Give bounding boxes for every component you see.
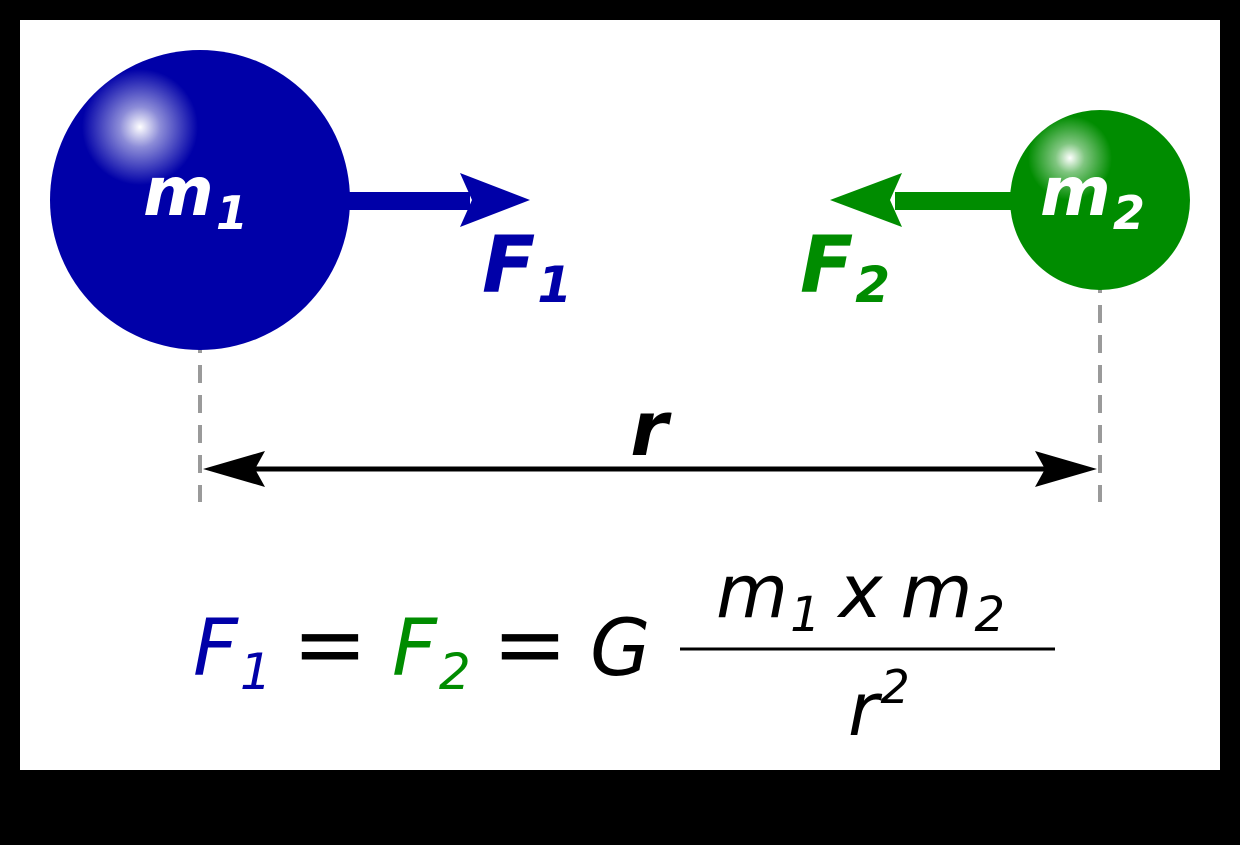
mass2-highlight: [1028, 116, 1112, 200]
force1-label: F1: [482, 221, 572, 314]
equation-f1: F1: [193, 604, 272, 701]
equation-equals-2: =: [492, 592, 567, 697]
mass1-highlight: [82, 69, 198, 185]
mass1-label: m1: [143, 153, 248, 240]
distance-label: r: [630, 384, 672, 473]
distance-arrow: [203, 451, 1097, 487]
equation-constant: G: [590, 604, 650, 694]
force1-arrow: [340, 173, 530, 227]
equation-equals-1: =: [292, 592, 367, 697]
force2-arrow: [830, 173, 1020, 227]
mass2-label: m2: [1040, 153, 1145, 240]
equation-f2: F2: [392, 604, 471, 701]
force2-label: F2: [800, 221, 890, 314]
equation-denominator: r2: [848, 660, 910, 753]
